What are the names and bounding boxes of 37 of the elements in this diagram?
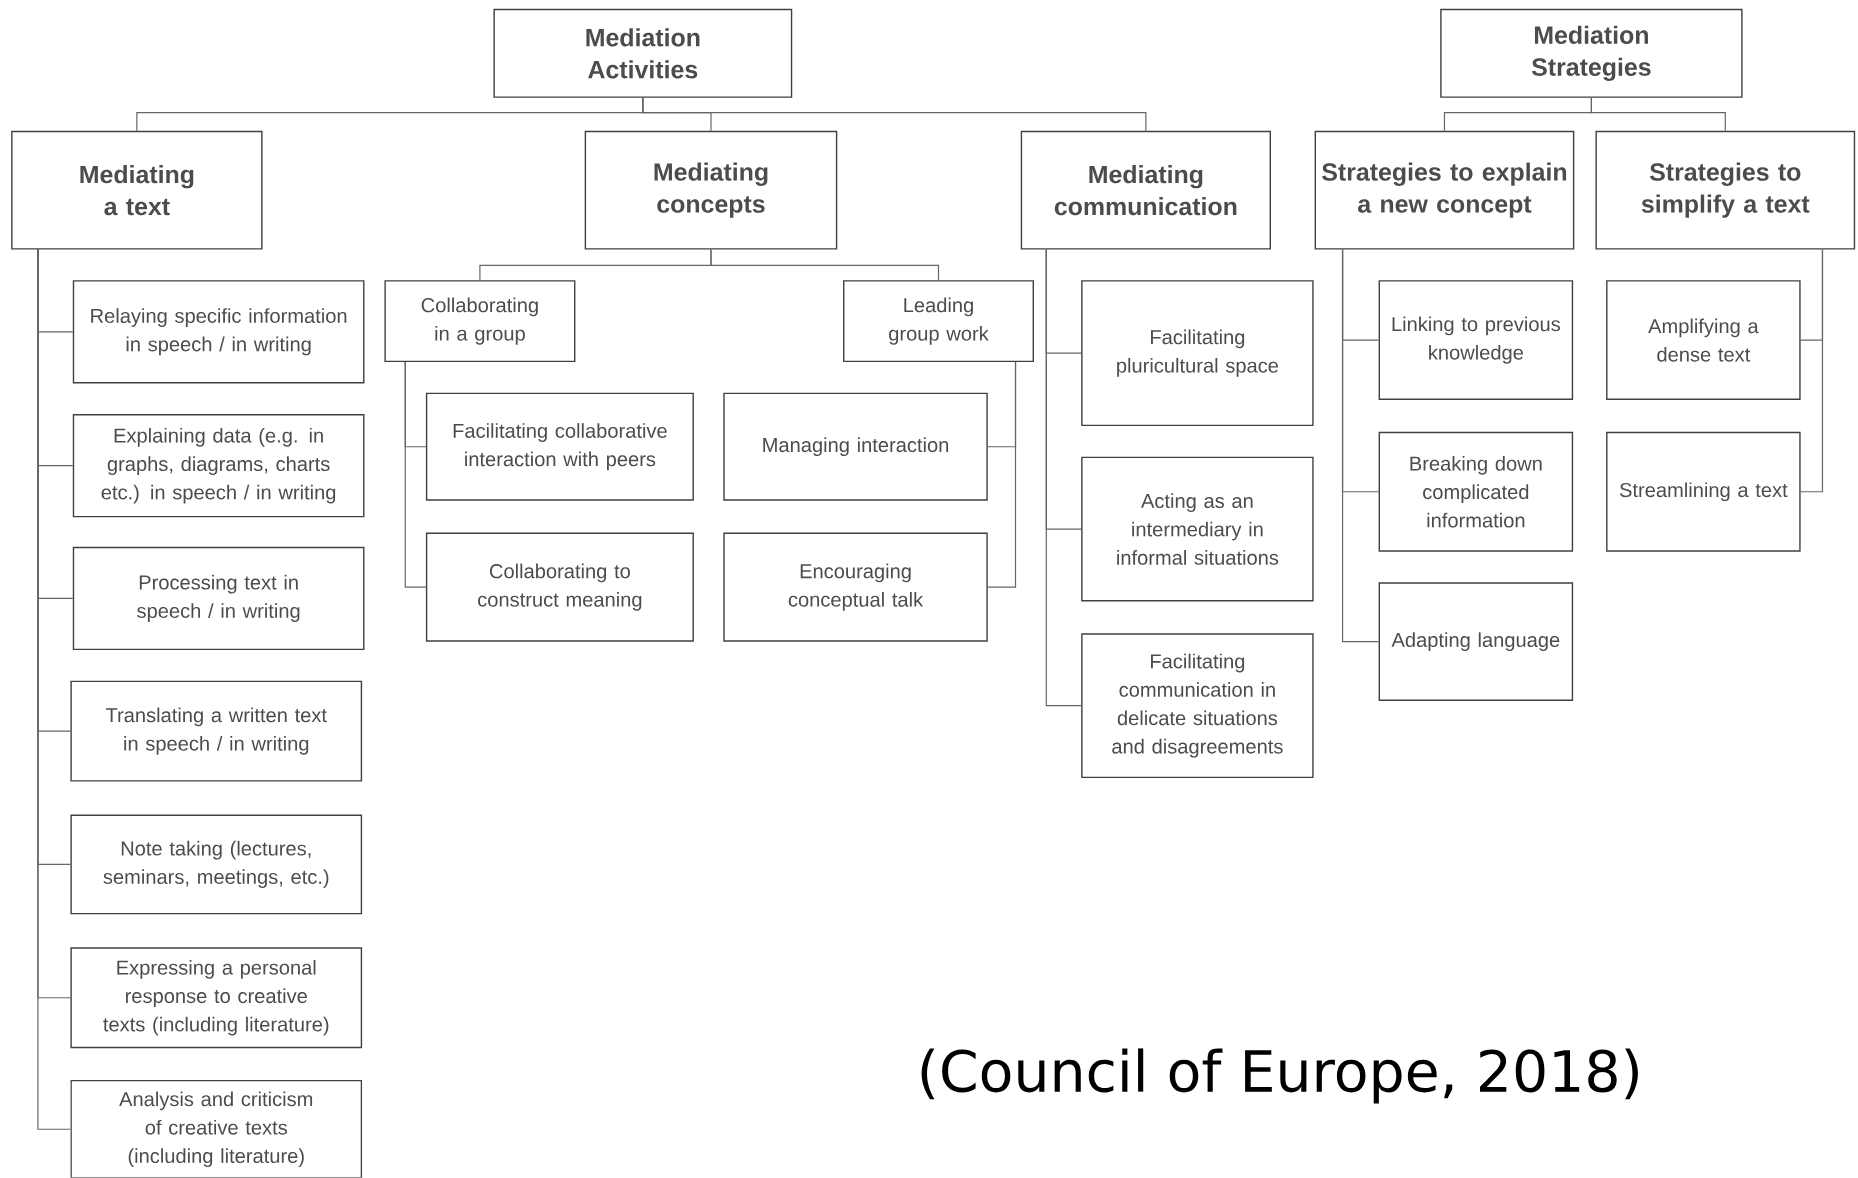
caption: (Council of Europe, 2018)	[921, 1048, 1638, 1104]
heading-box: Strategies to explain a new concept	[1314, 130, 1575, 250]
connector-line	[1045, 249, 1082, 707]
connector-line	[1800, 249, 1824, 493]
activity-box: Acting as an intermediary in informal situations	[1081, 456, 1314, 602]
heading-box: Mediating concepts	[584, 130, 838, 250]
connector-line	[404, 361, 427, 588]
connector-line	[1341, 249, 1380, 643]
activity-box: Amplifying a dense text	[1606, 280, 1801, 401]
activity-box: Linking to previous knowledge	[1378, 280, 1574, 401]
activity-box: Collaborating in a group	[384, 280, 576, 363]
activity-box: Translating a written text in speech / in writing	[70, 680, 363, 782]
activity-box: Breaking down complicated information	[1378, 431, 1574, 552]
activity-box: Facilitating communication in delicate situations and disagreements	[1081, 633, 1314, 779]
activity-box: Note taking (lectures, seminars, meetings, etc.)	[70, 814, 363, 915]
activity-box: Adapting language	[1378, 582, 1574, 702]
activity-box: Facilitating pluricultural space	[1081, 280, 1314, 427]
activity-box: Expressing a personal response to creative texts (including literature)	[70, 947, 363, 1049]
activity-box: Streamlining a text	[1606, 431, 1801, 552]
heading-box: Mediation Activities	[493, 8, 793, 98]
activity-box: Relaying specific information in speech / in writing	[72, 280, 365, 384]
activity-box: Analysis and criticism of creative texts (including literature)	[70, 1080, 363, 1178]
heading-box: Mediating communication	[1020, 130, 1271, 250]
activity-box: Processing text in speech / in writing	[72, 546, 365, 651]
activity-box: Encouraging conceptual talk	[723, 532, 988, 642]
connector-line	[1590, 97, 1726, 132]
activity-box: Facilitating collaborative interaction with peers	[425, 392, 694, 501]
connector-line	[987, 361, 1017, 588]
activity-box: Explaining data (e.g. in graphs, diagrams, charts etc.) in speech / in writing	[72, 414, 365, 518]
activity-box: Managing interaction	[723, 392, 988, 501]
activity-box: Leading group work	[843, 280, 1034, 363]
activity-box: Collaborating to construct meaning	[425, 532, 694, 642]
connector-line	[710, 249, 940, 281]
heading-box: Strategies to simplify a text	[1595, 130, 1856, 250]
heading-box: Mediating a text	[11, 130, 263, 250]
connector-line	[642, 97, 1147, 132]
heading-box: Mediation Strategies	[1440, 8, 1743, 98]
